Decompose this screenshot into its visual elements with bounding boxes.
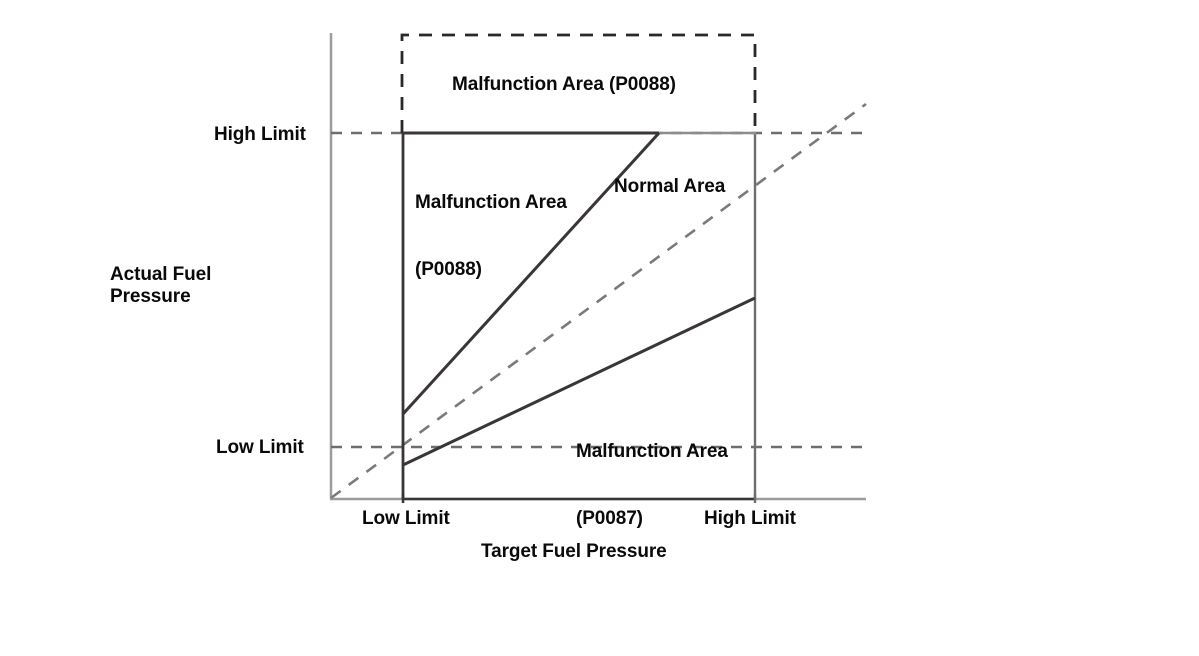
x-tick-label-high-limit: High Limit — [704, 508, 796, 529]
annotation-malfunction-p0088-upper: Malfunction Area (P0088) — [452, 74, 676, 95]
y-tick-label-high-limit: High Limit — [214, 124, 306, 145]
lower-tolerance-boundary — [402, 296, 756, 467]
y-tick-label-low-limit: Low Limit — [216, 437, 304, 458]
annotation-malfunction-p0088-lower-line2: (P0088) — [415, 259, 482, 281]
malfunction-p0088-upper-box — [400, 33, 757, 133]
x-tick-label-low-limit: Low Limit — [362, 508, 450, 529]
ideal-reference-diagonal — [330, 102, 867, 500]
y-axis-title: Actual Fuel Pressure — [110, 264, 212, 308]
x-axis-title: Target Fuel Pressure — [481, 541, 667, 562]
annotation-malfunction-p0087-line1: Malfunction Area — [576, 440, 728, 462]
annotation-malfunction-p0087: Malfunction Area (P0087) — [576, 396, 728, 575]
annotation-malfunction-p0088-lower: Malfunction Area (P0088) — [415, 147, 567, 326]
upper-tolerance-boundary — [401, 131, 661, 416]
annotation-malfunction-p0088-lower-line1: Malfunction Area — [415, 191, 567, 213]
annotation-malfunction-p0087-line2: (P0087) — [576, 508, 643, 530]
annotation-normal-area: Normal Area — [614, 176, 726, 197]
